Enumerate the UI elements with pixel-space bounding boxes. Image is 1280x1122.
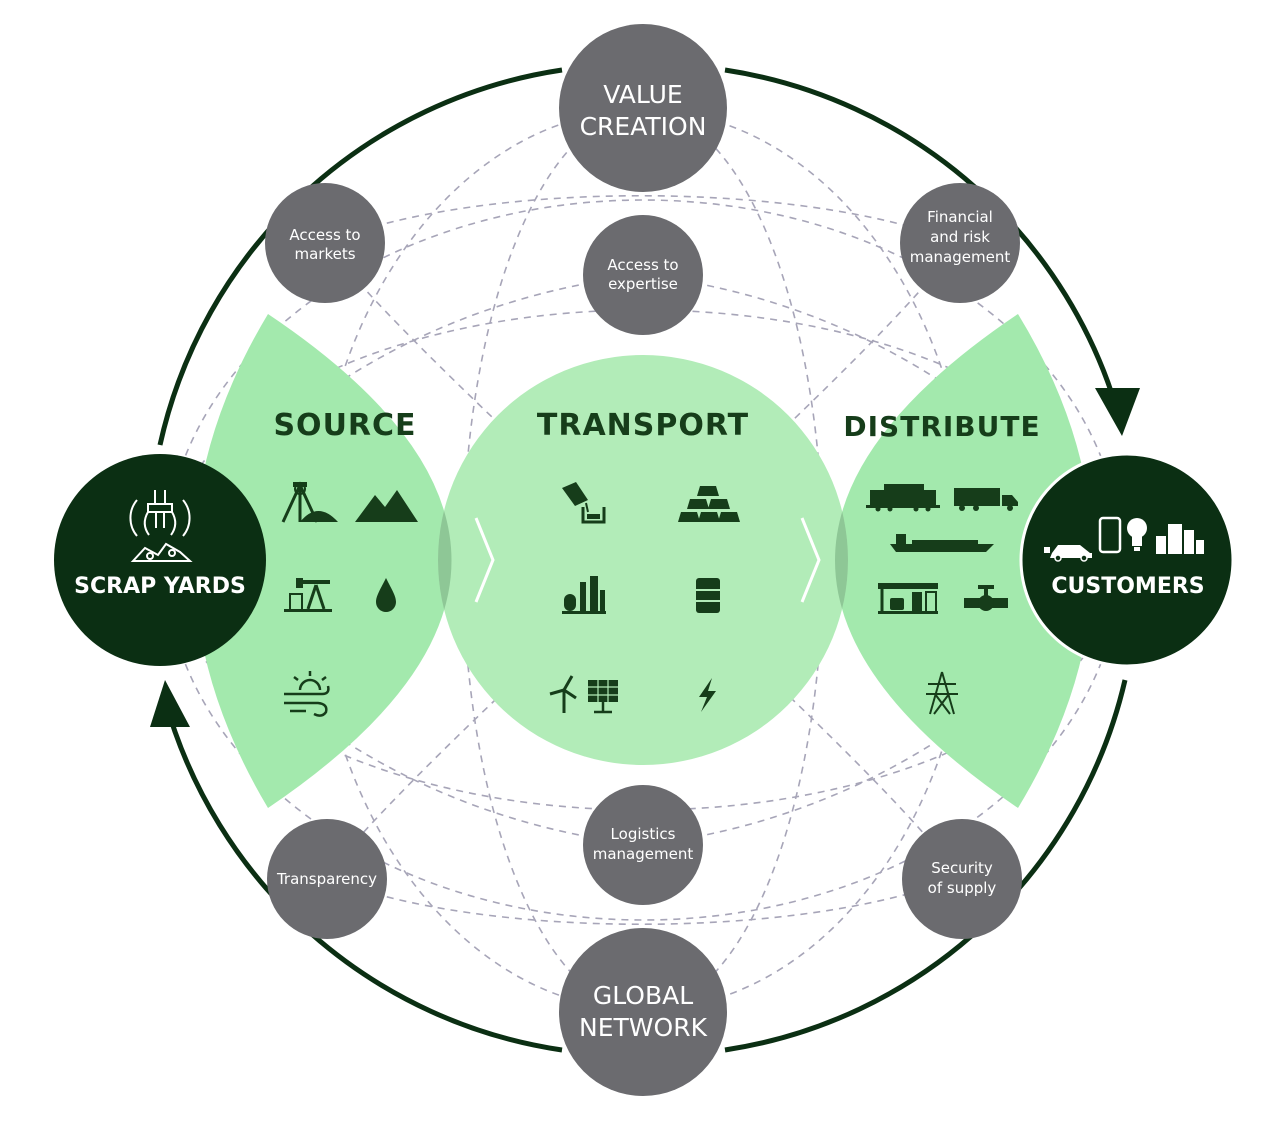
svg-text:expertise: expertise: [608, 275, 678, 293]
arrow-up-left: [150, 680, 190, 727]
customers-label: CUSTOMERS: [1051, 574, 1204, 599]
svg-text:and risk: and risk: [930, 228, 990, 246]
svg-text:VALUE: VALUE: [603, 80, 682, 109]
city-buildings-icon: [1156, 524, 1204, 554]
scrap-yards-node: SCRAP YARDS: [54, 454, 266, 666]
svg-text:Access to: Access to: [289, 226, 360, 244]
source-icons: [281, 481, 418, 717]
svg-text:NETWORK: NETWORK: [579, 1013, 708, 1042]
arrow-down-right: [1095, 388, 1140, 436]
stage-title-distribute: DISTRIBUTE: [843, 410, 1040, 443]
transport-icons: [549, 482, 740, 714]
power-pylon-icon: [926, 671, 958, 715]
svg-text:Transparency: Transparency: [276, 870, 377, 888]
svg-text:management: management: [910, 248, 1011, 266]
pipeline-valve-icon: [964, 585, 1008, 611]
access-to-expertise-node: Access to expertise: [583, 215, 703, 335]
stage-title-source: SOURCE: [273, 408, 416, 443]
wind-sun-icon: [284, 671, 330, 717]
lightning-icon: [699, 678, 716, 712]
smartphone-icon: [1098, 516, 1122, 554]
chevron-right-icon: [800, 517, 821, 603]
pouring-ladle-icon: [562, 482, 606, 524]
train-icon: [866, 484, 940, 512]
truck-icon: [954, 488, 1018, 511]
svg-text:of supply: of supply: [928, 879, 997, 897]
access-to-markets-node: Access to markets: [265, 183, 385, 303]
transparency-node: Transparency: [267, 819, 387, 939]
gas-station-icon: [878, 583, 938, 614]
mountains-icon: [355, 490, 418, 522]
benefit-nodes: VALUE CREATION GLOBAL NETWORK Access to …: [265, 24, 1022, 1096]
svg-text:Financial: Financial: [927, 208, 993, 226]
mine-headframe-icon: [281, 481, 338, 523]
chevron-right-icon: [474, 517, 495, 603]
value-creation-node: VALUE CREATION: [559, 24, 727, 192]
oil-drop-icon: [376, 578, 396, 612]
barrel-icon: [696, 578, 720, 613]
scrap-yards-label: SCRAP YARDS: [74, 574, 246, 599]
svg-text:Access to: Access to: [607, 256, 678, 274]
customers-node: CUSTOMERS: [1019, 452, 1235, 668]
security-of-supply-node: Security of supply: [902, 819, 1022, 939]
financial-risk-management-node: Financial and risk management: [900, 183, 1020, 303]
svg-text:GLOBAL: GLOBAL: [593, 981, 693, 1010]
distribute-icons: [866, 484, 1018, 715]
green-zones: [194, 314, 1093, 808]
svg-text:CREATION: CREATION: [580, 112, 707, 141]
tanker-ship-icon: [890, 534, 994, 552]
oil-pumpjack-icon: [284, 578, 332, 612]
gold-bars-icon: [678, 486, 740, 522]
light-bulb-icon: [1127, 518, 1147, 551]
transport-zone: [438, 355, 848, 765]
svg-text:markets: markets: [294, 245, 355, 263]
svg-text:Security: Security: [931, 859, 993, 877]
wind-solar-icon: [549, 675, 618, 714]
ev-car-icon: [1044, 545, 1092, 562]
stage-title-transport: TRANSPORT: [537, 408, 749, 443]
distribute-zone: [835, 314, 1093, 808]
source-zone: [194, 314, 452, 808]
refinery-icon: [562, 576, 606, 614]
scrap-claw-icon: [129, 490, 193, 562]
global-network-node: GLOBAL NETWORK: [559, 928, 727, 1096]
svg-text:Logistics: Logistics: [611, 825, 676, 843]
logistics-management-node: Logistics management: [583, 785, 703, 905]
svg-text:management: management: [593, 845, 694, 863]
